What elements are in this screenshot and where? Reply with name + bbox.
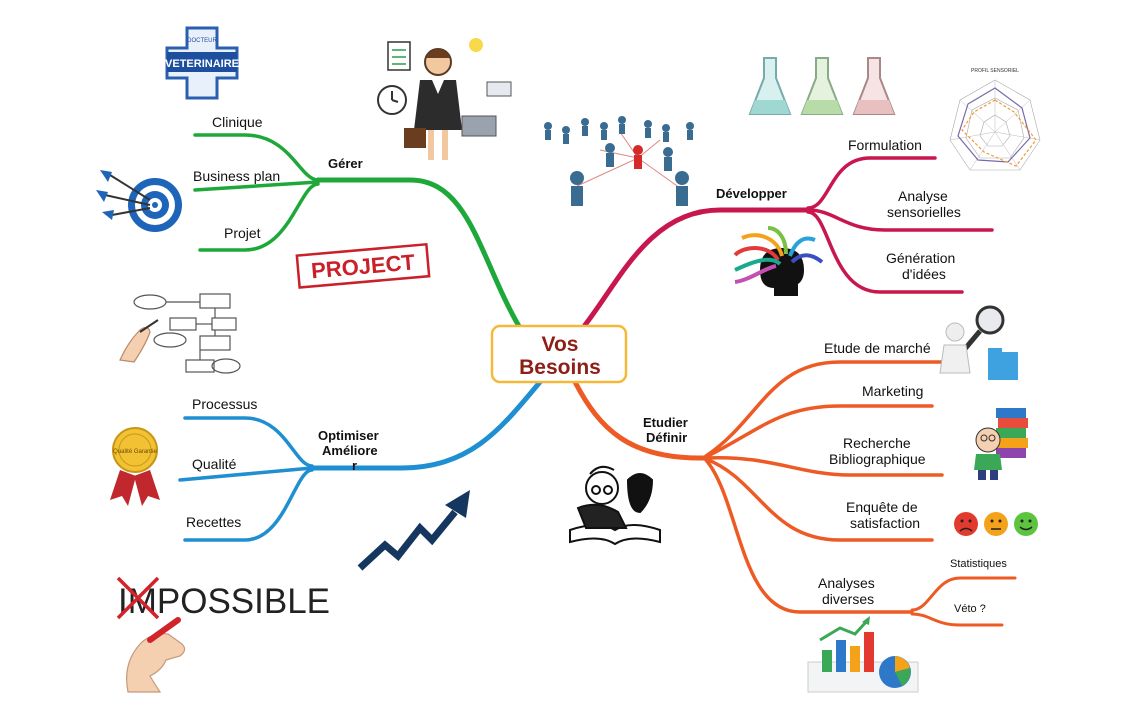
- head-arrows-icon: [733, 226, 824, 296]
- leaf-formulation: Formulation: [848, 137, 922, 153]
- leaf-recherche-bibliographique: Recherche Bibliographique: [829, 435, 926, 467]
- hand-pen-icon: [126, 617, 186, 693]
- leaf-veto: Véto ?: [954, 603, 986, 615]
- branch-etudier: [572, 360, 1017, 627]
- leaf-business-plan: Business plan: [193, 168, 280, 184]
- svg-text:DOCTEUR: DOCTEUR: [187, 38, 217, 44]
- svg-text:Qualité Garantie: Qualité Garantie: [113, 449, 157, 455]
- network-people-icon: [544, 116, 694, 206]
- leaf-analyses-diverses: Analyses diverses: [818, 575, 879, 607]
- branch-developper-title: Développer: [716, 186, 787, 201]
- svg-text:VETERINAIRE: VETERINAIRE: [165, 58, 239, 70]
- reading-person-icon: [569, 465, 661, 546]
- svg-text:PROFIL SENSORIEL: PROFIL SENSORIEL: [971, 68, 1019, 74]
- project-stamp: PROJECT: [295, 242, 431, 289]
- medal-icon: Qualité Garantie: [110, 427, 160, 506]
- charts-icon: [807, 616, 919, 693]
- branch-optimiser-title: Optimiser Améliore r: [318, 428, 382, 473]
- leaf-generation-idees: Génération d'idées: [886, 250, 959, 282]
- branch-optimiser: [178, 379, 543, 542]
- leaf-analyse-sensorielles: Analyse sensorielles: [887, 188, 961, 220]
- growth-arrow-icon: [357, 490, 470, 571]
- leaf-enquete-satisfaction: Enquête de satisfaction: [846, 499, 922, 531]
- beakers-icon: [748, 57, 896, 115]
- flowchart-icon: [119, 293, 241, 374]
- center-title-line2: Besoins: [519, 356, 601, 379]
- branch-developper: [582, 156, 994, 328]
- leaf-recettes: Recettes: [186, 514, 241, 530]
- center-title-line1: Vos: [542, 333, 579, 356]
- target-icon: [96, 170, 182, 232]
- leaf-processus: Processus: [192, 396, 257, 412]
- leaf-clinique: Clinique: [212, 114, 263, 130]
- businesswoman-icon: [377, 38, 512, 160]
- leaf-etude-de-marche: Etude de marché: [824, 340, 931, 356]
- branch-gerer-title: Gérer: [328, 156, 363, 171]
- magnifier-figure-icon: [939, 305, 1018, 380]
- branch-etudier-title: Etudier Définir: [643, 415, 691, 445]
- impossible-icon: IMPOSSIBLE: [116, 576, 330, 621]
- center-node: Vos Besoins: [490, 324, 628, 384]
- branch-gerer: [193, 133, 523, 331]
- smiley-faces-icon: [954, 512, 1038, 536]
- radar-chart-icon: PROFIL SENSORIEL: [949, 68, 1041, 171]
- leaf-statistiques: Statistiques: [950, 558, 1007, 570]
- doctor-cross-icon: VETERINAIRE DOCTEUR: [165, 26, 239, 100]
- leaf-qualite: Qualité: [192, 456, 237, 472]
- leaf-projet: Projet: [224, 225, 261, 241]
- leaf-marketing: Marketing: [862, 383, 923, 399]
- books-figure-icon: [974, 408, 1028, 480]
